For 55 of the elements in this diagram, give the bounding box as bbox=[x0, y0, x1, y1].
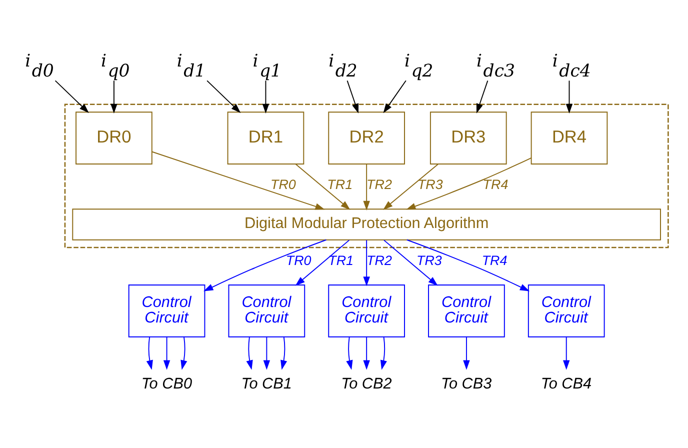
node-text: To CB0 bbox=[141, 375, 192, 392]
arrow bbox=[262, 80, 270, 113]
edge-label: TR2 bbox=[366, 252, 392, 268]
node-text: To CB3 bbox=[441, 375, 492, 392]
node-box: Control Circuit bbox=[528, 284, 605, 337]
arrow bbox=[380, 336, 387, 370]
arrow bbox=[363, 239, 370, 286]
arrow bbox=[463, 336, 470, 370]
node-box: DR1 bbox=[227, 111, 304, 164]
node-box: Control Circuit bbox=[228, 284, 306, 337]
node-box: Control Circuit bbox=[128, 284, 206, 337]
node-box: DR0 bbox=[76, 111, 152, 164]
node-text: To CB4 bbox=[540, 375, 592, 392]
arrow bbox=[384, 239, 438, 286]
arrow bbox=[295, 163, 350, 210]
node-box: Digital Modular Protection Algorithm bbox=[72, 208, 661, 240]
edge-label: TR1 bbox=[327, 176, 353, 192]
arrow bbox=[206, 80, 241, 112]
arrow bbox=[295, 239, 350, 286]
arrow bbox=[563, 336, 570, 370]
arrow bbox=[346, 80, 359, 113]
node-box: DR2 bbox=[328, 111, 405, 164]
node-box: Control Circuit bbox=[328, 284, 405, 337]
arrow bbox=[476, 80, 488, 113]
arrow bbox=[246, 336, 253, 370]
arrow bbox=[204, 238, 327, 291]
arrow bbox=[406, 238, 530, 291]
edge-label: TR4 bbox=[482, 252, 508, 268]
arrow bbox=[163, 336, 170, 370]
node-text: To CB1 bbox=[241, 375, 292, 392]
arrow bbox=[383, 163, 439, 210]
edge-label: TR3 bbox=[416, 252, 442, 268]
arrow bbox=[383, 80, 406, 113]
node-box: Control Circuit bbox=[428, 284, 505, 337]
edge-label: TR0 bbox=[270, 176, 296, 192]
arrow bbox=[152, 150, 325, 210]
arrow bbox=[280, 336, 288, 370]
edge-label: TR0 bbox=[286, 252, 312, 268]
node-box: DR3 bbox=[430, 111, 507, 164]
edge-label: TR3 bbox=[417, 176, 443, 192]
arrow bbox=[406, 156, 532, 210]
arrow bbox=[263, 336, 270, 370]
arrow bbox=[146, 336, 153, 370]
node-text: To CB2 bbox=[341, 375, 392, 392]
arrow bbox=[363, 336, 370, 370]
arrow bbox=[180, 336, 188, 370]
arrow bbox=[346, 336, 353, 370]
arrow bbox=[566, 80, 573, 113]
edge-label: TR2 bbox=[366, 176, 392, 192]
edge-label: TR4 bbox=[482, 176, 508, 192]
node-box: DR4 bbox=[530, 111, 608, 164]
arrow bbox=[54, 80, 89, 112]
arrow bbox=[110, 80, 118, 113]
edge-label: TR1 bbox=[328, 252, 354, 268]
arrow bbox=[363, 163, 370, 210]
